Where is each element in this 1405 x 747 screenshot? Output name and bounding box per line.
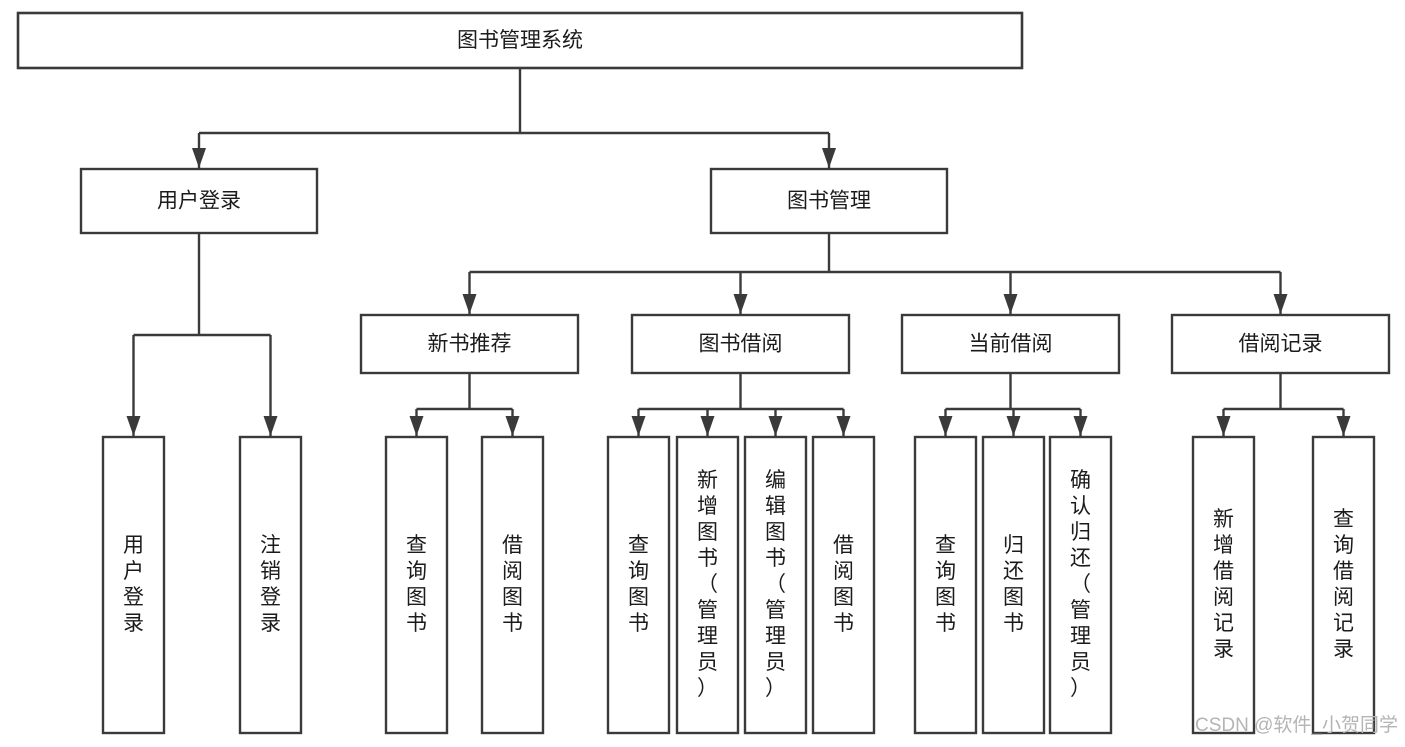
node-box[interactable] [16,11,1024,70]
node-label: 编辑图书（管理员） [765,469,786,700]
csdn-watermark: CSDN @软件_小贺同学 [1195,714,1398,736]
node-label: 查询图书 [406,534,427,635]
node-leaf-query-book-rec[interactable]: 查询图书 [384,435,449,735]
node-label: 注销登录 [260,534,281,635]
node-leaf-query-record[interactable]: 查询借阅记录 [1311,435,1376,735]
node-label: 查询图书 [935,534,956,635]
node-box[interactable] [480,435,545,735]
connector-arrowhead [700,416,715,436]
node-box[interactable] [101,435,166,735]
connector-arrowhead [126,416,141,436]
connector-arrowhead [733,294,748,314]
connector-arrowhead [822,148,836,168]
connector-arrowhead [1273,294,1288,314]
node-box[interactable] [913,435,978,735]
node-user-login[interactable]: 用户登录 [79,167,319,235]
node-box[interactable] [981,435,1046,735]
node-leaf-return-book[interactable]: 归还图书 [981,435,1046,735]
node-box[interactable] [384,435,449,735]
node-box[interactable] [238,435,303,735]
node-label: 用户登录 [157,190,241,213]
node-leaf-confirm-return[interactable]: 确认归还（管理员） [1048,435,1113,735]
node-box[interactable] [606,435,671,735]
node-undefined[interactable]: 图书管理系统 [16,11,1024,70]
node-box[interactable] [1048,435,1113,735]
connector-arrowhead [1336,416,1351,436]
node-borrow-record[interactable]: 借阅记录 [1170,313,1391,375]
node-box[interactable] [675,435,740,735]
node-leaf-add-record[interactable]: 新增借阅记录 [1191,435,1256,735]
node-label: 当前借阅 [969,333,1053,356]
connector-arrowhead [768,416,783,436]
connector-arrowhead [938,416,953,436]
node-box[interactable] [630,313,851,375]
node-label: 借阅图书 [502,534,523,635]
node-book-borrow[interactable]: 图书借阅 [630,313,851,375]
node-label: 查询借阅记录 [1333,508,1354,661]
node-box[interactable] [811,435,876,735]
connector-arrowhead [631,416,646,436]
node-box[interactable] [1170,313,1391,375]
connector-arrowhead [192,148,206,168]
node-leaf-borrow-book-rec[interactable]: 借阅图书 [480,435,545,735]
node-leaf-user-login[interactable]: 用户登录 [101,435,166,735]
connector-arrowhead [1073,416,1088,436]
node-box[interactable] [743,435,808,735]
connector-arrowhead [1216,416,1231,436]
connector-arrowhead [1006,416,1021,436]
node-box[interactable] [1191,435,1256,735]
node-current-borrow[interactable]: 当前借阅 [900,313,1121,375]
node-label: 新书推荐 [428,333,512,356]
node-label: 图书借阅 [699,333,783,356]
connector-arrowhead [263,416,278,436]
node-new-book-rec[interactable]: 新书推荐 [359,313,580,375]
node-label: 新增借阅记录 [1213,508,1234,661]
node-box[interactable] [79,167,319,235]
node-label: 查询图书 [628,534,649,635]
connector-arrowhead [505,416,520,436]
node-label: 归还图书 [1003,534,1024,635]
node-leaf-query-book[interactable]: 查询图书 [606,435,671,735]
node-leaf-edit-book[interactable]: 编辑图书（管理员） [743,435,808,735]
node-leaf-add-book[interactable]: 新增图书（管理员） [675,435,740,735]
node-box[interactable] [900,313,1121,375]
node-leaf-user-logout[interactable]: 注销登录 [238,435,303,735]
node-label: 图书管理 [787,190,871,213]
node-label: 借阅图书 [833,534,854,635]
node-leaf-query-book-cur[interactable]: 查询图书 [913,435,978,735]
node-box[interactable] [359,313,580,375]
connector-arrowhead [409,416,424,436]
connector-arrowhead [836,416,851,436]
node-label: 图书管理系统 [457,29,583,52]
node-label: 借阅记录 [1239,333,1323,356]
edges-layer [126,68,1351,436]
node-box[interactable] [1311,435,1376,735]
connector-arrowhead [1003,294,1018,314]
node-label: 新增图书（管理员） [697,469,718,700]
node-label: 确认归还（管理员） [1070,469,1091,700]
nodes-layer: 图书管理系统用户登录图书管理新书推荐图书借阅当前借阅借阅记录用户登录注销登录查询… [16,11,1391,735]
node-leaf-borrow-book[interactable]: 借阅图书 [811,435,876,735]
node-book-manage[interactable]: 图书管理 [709,167,949,235]
node-box[interactable] [709,167,949,235]
connector-arrowhead [462,294,477,314]
node-label: 用户登录 [123,534,144,635]
